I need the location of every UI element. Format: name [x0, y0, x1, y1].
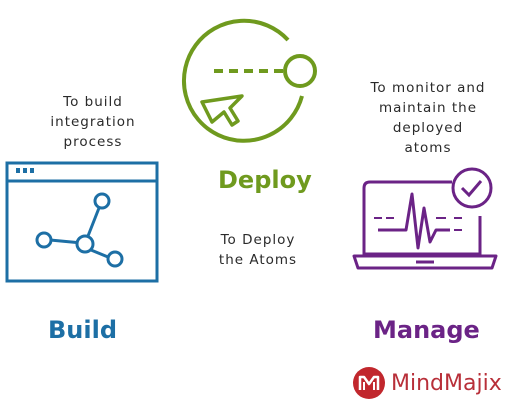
manage-description-line: To monitor and — [370, 80, 486, 96]
deploy-description: To Deploy the Atoms — [190, 230, 326, 270]
mindmajix-logo-icon — [353, 367, 385, 399]
deploy-description-line: the Atoms — [218, 252, 298, 268]
build-title: Build — [48, 316, 118, 344]
manage-title: Manage — [373, 316, 480, 344]
manage-description: To monitor and maintain the deployed ato… — [345, 78, 511, 158]
laptop-monitor-check-icon — [352, 167, 498, 270]
browser-network-icon — [5, 161, 159, 283]
manage-description-line: deployed — [392, 120, 464, 136]
brand-logo: MindMajix — [352, 366, 502, 400]
deploy-description-line: To Deploy — [220, 232, 296, 248]
manage-description-line: atoms — [404, 140, 452, 156]
brand-name: MindMajix — [391, 370, 502, 396]
manage-description-line: maintain the — [378, 100, 478, 116]
build-description-line: integration — [50, 114, 136, 130]
deploy-cycle-arrow-icon — [182, 18, 317, 143]
build-description-line: process — [63, 134, 123, 150]
deploy-title: Deploy — [218, 166, 312, 194]
build-description: To build integration process — [18, 92, 168, 152]
build-description-line: To build — [63, 94, 123, 110]
